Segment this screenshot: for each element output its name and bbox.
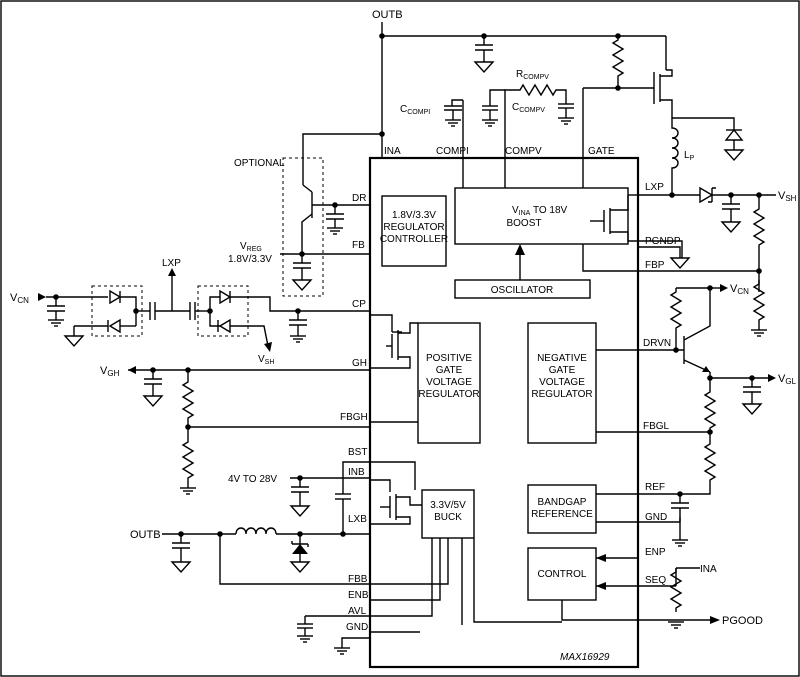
vreg-label: VREG (240, 241, 262, 253)
pin-gh: GH (352, 358, 367, 369)
ic-package (368, 156, 640, 669)
pin-bst: BST (348, 447, 367, 458)
pin-compi: COMPI (436, 146, 469, 157)
negative-label-1: NEGATIVE (537, 353, 587, 364)
pin-drvn: DRVN (643, 338, 671, 349)
pin-fbb: FBB (348, 574, 368, 585)
pin-fbp: FBP (645, 260, 665, 271)
vcn-right-label: VCN (730, 283, 749, 296)
pin-gnd-right: GND (645, 512, 667, 523)
positive-label-1: POSITIVE (426, 353, 472, 364)
bandgap-label-2: REFERENCE (531, 509, 593, 520)
pin-enb: ENB (348, 590, 369, 601)
pin-seq: SEQ (645, 575, 666, 586)
regulator-label-3: CONTROLLER (380, 234, 448, 245)
pin-gnd-left: GND (346, 622, 368, 633)
lp-label: LP (684, 150, 695, 162)
pgood-label: PGOOD (722, 615, 763, 627)
vcn-left-label: VCN (10, 292, 29, 305)
oscillator-label: OSCILLATOR (491, 285, 553, 296)
bandgap-block (527, 484, 597, 534)
buck-label-1: 3.3V/5V (430, 500, 466, 511)
rcompv-label: RCOMPV (516, 69, 549, 81)
pin-inb: INB (348, 467, 365, 478)
positive-label-2: GATE (436, 365, 463, 376)
part-number: MAX16929 (560, 652, 610, 663)
ccompv-label: CCOMPV (512, 102, 545, 114)
vsh-bottom-label: VSH (258, 354, 274, 366)
positive-regulator-block (417, 322, 481, 444)
input-range-label: 4V TO 28V (228, 474, 277, 485)
boost-label-1: VINA TO 18V (512, 205, 568, 217)
pin-compv: COMPV (505, 146, 542, 157)
pin-lxp: LXP (645, 182, 664, 193)
pin-ref: REF (645, 482, 665, 493)
positive-label-4: REGULATOR (418, 389, 479, 400)
pin-enp: ENP (645, 547, 666, 558)
buck-label-2: BUCK (434, 512, 462, 523)
oscillator-block (454, 279, 591, 299)
outb-top-label: OUTB (372, 9, 403, 21)
ccompi-label: CCOMPI (400, 104, 430, 116)
boost-block (454, 187, 629, 245)
negative-label-4: REGULATOR (531, 389, 592, 400)
pin-gate: GATE (588, 146, 615, 157)
control-label: CONTROL (538, 569, 587, 580)
lxp-left-label: LXP (162, 258, 181, 269)
ina-right-label: INA (700, 564, 717, 575)
boost-label-2: BOOST (506, 218, 541, 229)
positive-label-3: VOLTAGE (426, 377, 472, 388)
vgh-label: VGH (100, 365, 120, 378)
regulator-label-1: 1.8V/3.3V (392, 210, 436, 221)
pin-avl: AVL (348, 606, 367, 617)
vsh-right-label: VSH (778, 190, 797, 203)
pin-fbgl: FBGL (643, 421, 670, 432)
vreg-value: 1.8V/3.3V (228, 254, 272, 265)
negative-label-3: VOLTAGE (539, 377, 585, 388)
pin-cp: CP (352, 299, 366, 310)
pin-dr: DR (352, 193, 366, 204)
pin-ina: INA (384, 146, 401, 157)
regulator-block (381, 195, 447, 267)
negative-label-2: GATE (549, 365, 576, 376)
diode-box-right (197, 285, 249, 337)
pin-fb: FB (352, 240, 365, 251)
pin-lxb: LXB (348, 514, 367, 525)
vgl-label: VGL (778, 373, 797, 386)
bandgap-label-1: BANDGAP (538, 497, 587, 508)
outb-left-label: OUTB (130, 529, 161, 541)
optional-label: OPTIONAL (234, 158, 285, 169)
pin-fbgh: FBGH (340, 412, 368, 423)
negative-regulator-block (527, 322, 597, 444)
regulator-label-2: REGULATOR (383, 222, 444, 233)
